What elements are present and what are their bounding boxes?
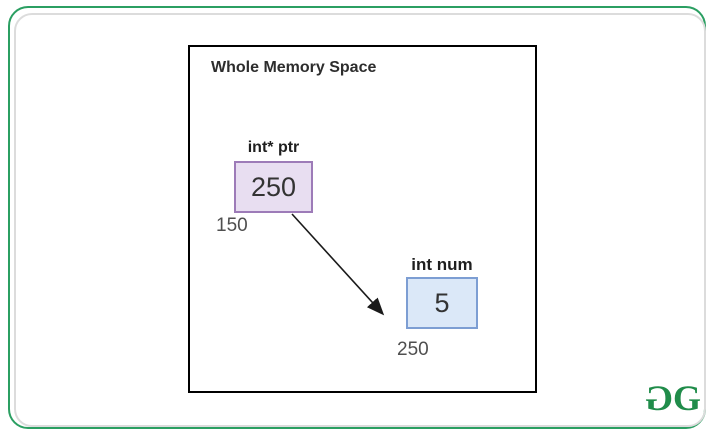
memory-space-title: Whole Memory Space [211, 59, 377, 76]
num-variable-label: int num [411, 255, 473, 274]
num-value-box: 5 [406, 277, 478, 329]
pointer-variable-label: int* ptr [247, 139, 300, 156]
num-value: 5 [434, 287, 450, 318]
gray-shadow-frame [14, 13, 706, 427]
pointer-address-label: 150 [216, 215, 248, 236]
logo-g: G [673, 378, 701, 418]
pointer-value: 250 [250, 171, 297, 202]
num-address-label: 250 [397, 339, 429, 360]
geeksforgeeks-logo: GG [648, 378, 701, 418]
logo-mirrored-g: G [648, 378, 674, 418]
pointer-value-box: 250 [234, 161, 313, 213]
